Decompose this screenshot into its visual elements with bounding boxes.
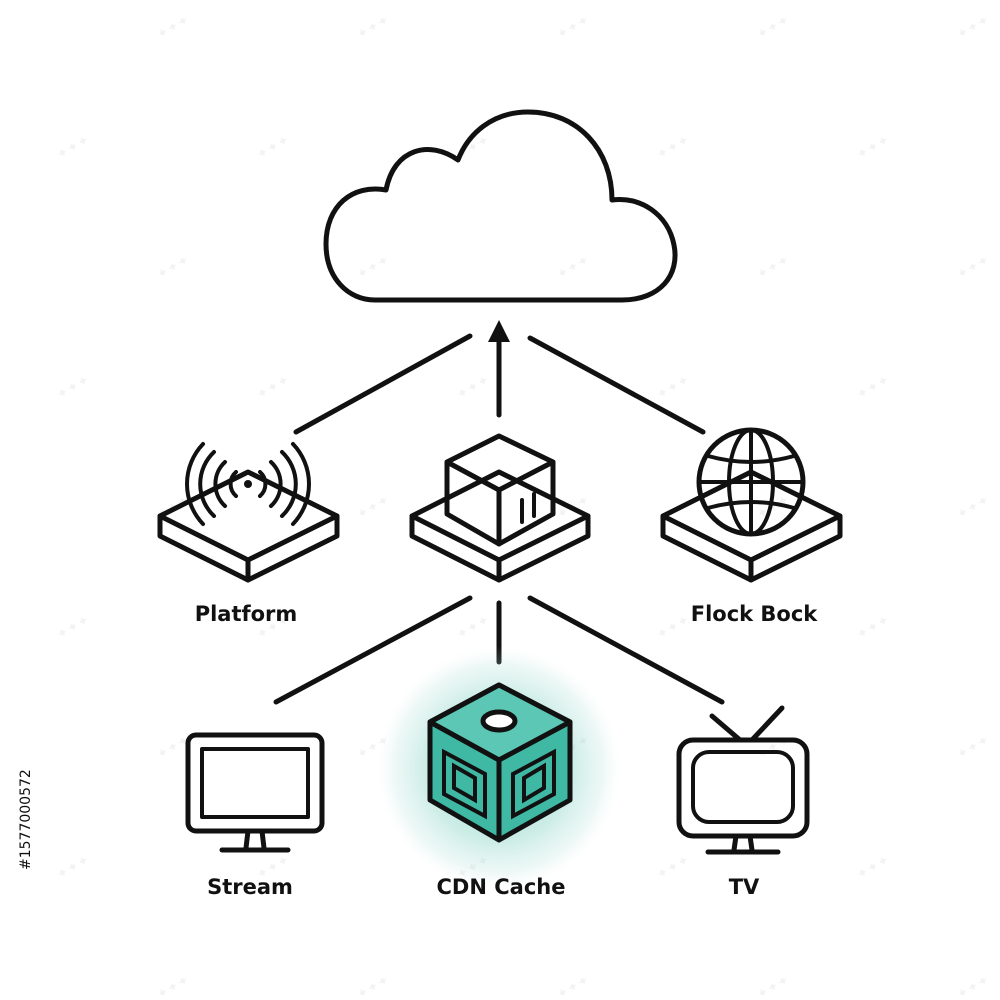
watermark-mark: ✦✦✦: [654, 852, 693, 884]
watermark-mark: ✦✦✦: [854, 132, 893, 164]
watermark-mark: ✦✦✦: [154, 12, 193, 44]
watermark-mark: ✦✦✦: [854, 372, 893, 404]
watermark-mark: ✦✦✦: [154, 252, 193, 284]
server-box-icon: [444, 433, 556, 547]
watermark-mark: ✦✦✦: [754, 972, 793, 1000]
watermark-mark: ✦✦✦: [54, 852, 93, 884]
watermark-mark: ✦✦✦: [854, 852, 893, 884]
watermark-mark: ✦✦✦: [54, 372, 93, 404]
watermark-mark: ✦✦✦: [54, 132, 93, 164]
tv-node: TV: [676, 705, 810, 899]
connections-top: [293, 320, 706, 435]
wireless-broadcast-icon: [185, 442, 311, 526]
link-hub-stream: [273, 595, 473, 705]
platform-node: Platform: [157, 442, 340, 626]
cache-cube-icon: [427, 682, 573, 843]
stock-id-text: #1577000572: [18, 769, 34, 870]
monitor-icon: [185, 732, 325, 853]
cloud-icon: [323, 109, 678, 303]
watermark-mark: ✦✦✦: [654, 132, 693, 164]
watermark-mark: ✦✦✦: [454, 612, 493, 644]
tv-label: TV: [729, 875, 760, 899]
link-hub-tv: [527, 595, 725, 705]
watermark-mark: ✦✦✦: [554, 252, 593, 284]
arrowhead-up-icon: [488, 320, 510, 342]
watermark-mark: ✦✦✦: [954, 12, 993, 44]
watermark-mark: ✦✦✦: [354, 972, 393, 1000]
watermark-mark: ✦✦✦: [954, 972, 993, 1000]
watermark-mark: ✦✦✦: [354, 12, 393, 44]
link-flockbock-cloud: [527, 335, 706, 435]
watermark-mark: ✦✦✦: [554, 12, 593, 44]
watermark-mark: ✦✦✦: [454, 372, 493, 404]
watermark-mark: ✦✦✦: [254, 132, 293, 164]
stream-node: Stream: [185, 732, 325, 899]
watermark-mark: ✦✦✦: [754, 732, 793, 764]
watermark-mark: ✦✦✦: [854, 612, 893, 644]
platform-label: Platform: [195, 602, 298, 626]
watermark-mark: ✦✦✦: [154, 972, 193, 1000]
flock-bock-label: Flock Bock: [691, 602, 819, 626]
tv-icon: [676, 705, 810, 855]
watermark-mark: ✦✦✦: [654, 612, 693, 644]
watermark-mark: ✦✦✦: [954, 492, 993, 524]
platform-base-icon: [660, 469, 843, 583]
platform-base-icon: [409, 469, 591, 583]
watermark-mark: ✦✦✦: [954, 252, 993, 284]
watermark-mark: ✦✦✦: [54, 612, 93, 644]
stream-label: Stream: [207, 875, 293, 899]
watermark-mark: ✦✦✦: [954, 732, 993, 764]
watermark-mark: ✦✦✦: [354, 252, 393, 284]
watermark-mark: ✦✦✦: [654, 372, 693, 404]
cdn-cache-label: CDN Cache: [437, 875, 566, 899]
watermark-mark: ✦✦✦: [254, 372, 293, 404]
platform-base-icon: [157, 469, 340, 583]
cdn-cache-node: CDN Cache: [377, 646, 621, 899]
watermark-mark: ✦✦✦: [754, 12, 793, 44]
globe-icon: [696, 427, 806, 537]
link-platform-cloud: [293, 333, 473, 435]
watermark-mark: ✦✦✦: [554, 972, 593, 1000]
center-hub-node: [409, 433, 591, 583]
watermark-mark: ✦✦✦: [754, 252, 793, 284]
flock-bock-node: Flock Bock: [660, 427, 843, 626]
watermark-mark: ✦✦✦: [354, 492, 393, 524]
